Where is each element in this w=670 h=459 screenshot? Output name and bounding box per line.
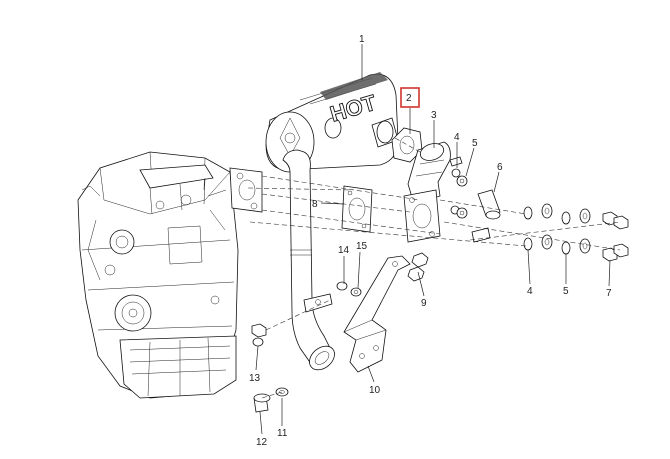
fasteners-right-upper	[523, 203, 629, 230]
callout-5-upper: 5	[472, 138, 478, 149]
callout-10: 10	[369, 385, 381, 396]
muffler: HOT	[265, 72, 399, 173]
callout-8: 8	[312, 199, 318, 210]
callout-5-lower: 5	[563, 286, 569, 297]
fasteners-lower-left	[251, 323, 289, 413]
tail-pipe	[282, 149, 335, 371]
fasteners-upper	[449, 156, 501, 243]
callout-9: 9	[421, 298, 427, 309]
callout-2: 2	[406, 93, 412, 104]
engine-exhaust-flange	[229, 167, 263, 213]
callout-7: 7	[606, 288, 612, 299]
callout-13: 13	[249, 373, 261, 384]
callout-11: 11	[277, 428, 288, 439]
callout-2-highlight-box	[400, 87, 420, 108]
callouts: 1 2 3 4 5 6 8 14 15 9 4 5 7 13 10 12 11	[249, 34, 612, 448]
callout-4-upper: 4	[454, 132, 460, 143]
mounting-bracket	[343, 255, 411, 373]
callout-15: 15	[356, 241, 368, 252]
exhaust-elbow	[403, 141, 451, 243]
assembly-lines	[247, 137, 621, 399]
fasteners-right-lower	[523, 234, 629, 262]
engine-block	[77, 151, 239, 399]
callout-4-lower: 4	[527, 286, 533, 297]
flange-gasket	[341, 185, 373, 233]
leader-lines	[255, 44, 611, 435]
fasteners-bracket	[336, 252, 429, 297]
callout-6: 6	[497, 162, 503, 173]
callout-1: 1	[359, 34, 365, 45]
callout-12: 12	[256, 437, 268, 448]
callout-3: 3	[431, 110, 437, 121]
callout-14: 14	[338, 245, 350, 256]
